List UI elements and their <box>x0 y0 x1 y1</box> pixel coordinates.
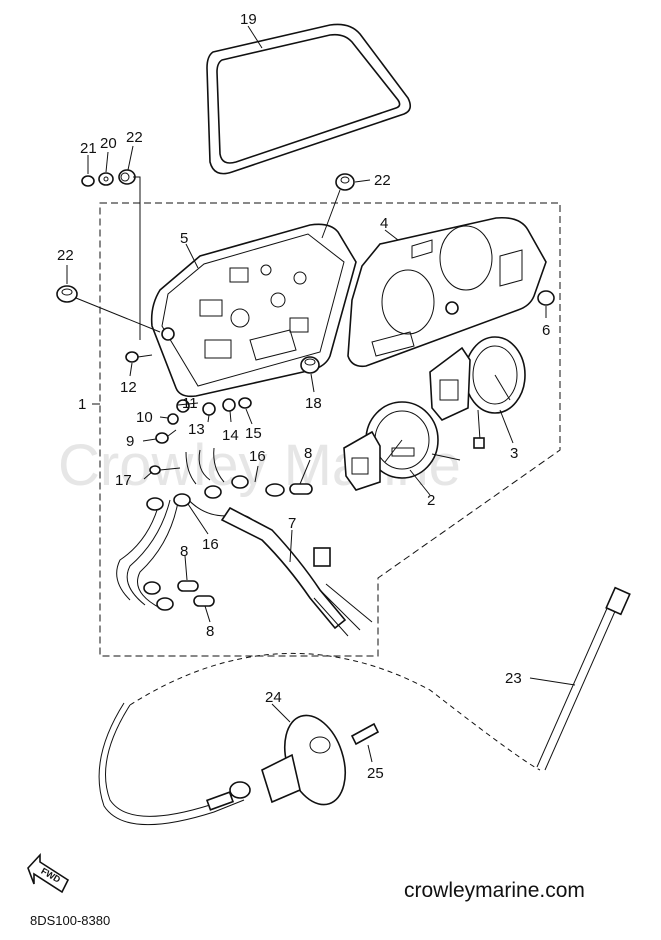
grommet-22-right <box>335 173 355 191</box>
knob-6 <box>537 290 555 306</box>
callout-4: 4 <box>380 215 388 232</box>
callout-8-middle: 8 <box>180 543 188 560</box>
callout-1: 1 <box>78 396 86 413</box>
screw-12 <box>125 351 153 363</box>
tachometer-3 <box>429 336 526 449</box>
callout-3: 3 <box>510 445 518 462</box>
callout-8-bottom: 8 <box>206 623 214 640</box>
nut-13 <box>202 402 216 416</box>
washer-10 <box>167 413 179 425</box>
grommet-18 <box>300 356 320 374</box>
bolt-25 <box>350 722 380 746</box>
callout-25: 25 <box>367 765 384 782</box>
nut-11 <box>176 399 190 413</box>
washer-20 <box>98 172 114 186</box>
callout-17: 17 <box>115 472 132 489</box>
site-url: crowleymarine.com <box>404 879 585 902</box>
callout-20: 20 <box>100 135 117 152</box>
callout-6: 6 <box>542 322 550 339</box>
callout-16-bottom: 16 <box>202 536 219 553</box>
nut-21 <box>81 175 95 187</box>
callout-14: 14 <box>222 427 239 444</box>
meter-cover-4 <box>347 216 547 368</box>
washer-14 <box>222 398 236 412</box>
callout-5: 5 <box>180 230 188 247</box>
diagram-code: 8DS100-8380 <box>30 913 110 928</box>
callout-21: 21 <box>80 140 97 157</box>
screw-17 <box>149 465 181 475</box>
callout-labels: 19 21 20 22 22 22 4 5 6 12 11 1 10 13 14… <box>57 11 550 782</box>
callout-24: 24 <box>265 689 282 706</box>
assembly-boundary <box>99 202 561 657</box>
gasket-ring <box>206 23 412 175</box>
callout-12: 12 <box>120 379 137 396</box>
forward-arrow-icon: FWD <box>27 852 70 894</box>
callout-23: 23 <box>505 670 522 687</box>
leader-lines <box>66 25 576 763</box>
callout-22-right: 22 <box>374 172 391 189</box>
callout-16-top: 16 <box>249 448 266 465</box>
callout-13: 13 <box>188 421 205 438</box>
grommet-22-top <box>118 169 136 185</box>
callout-9: 9 <box>126 433 134 450</box>
callout-22-left: 22 <box>57 247 74 264</box>
speedometer-cable-23 <box>98 586 631 826</box>
callout-18: 18 <box>305 395 322 412</box>
callout-15: 15 <box>245 425 262 442</box>
gear-unit-24 <box>205 714 346 811</box>
screw-9 <box>155 429 177 444</box>
callout-11: 11 <box>182 395 198 412</box>
callout-7: 7 <box>288 515 296 532</box>
callout-19: 19 <box>240 11 257 28</box>
grommet-15 <box>238 397 252 409</box>
meter-case-5 <box>150 223 357 398</box>
wire-harness-7 <box>116 447 373 637</box>
grommet-22-left <box>56 285 78 303</box>
callout-2: 2 <box>427 492 435 509</box>
callout-22-top: 22 <box>126 129 143 146</box>
callout-10: 10 <box>136 409 153 426</box>
callout-8-top: 8 <box>304 445 312 462</box>
speedometer-2 <box>343 401 461 491</box>
